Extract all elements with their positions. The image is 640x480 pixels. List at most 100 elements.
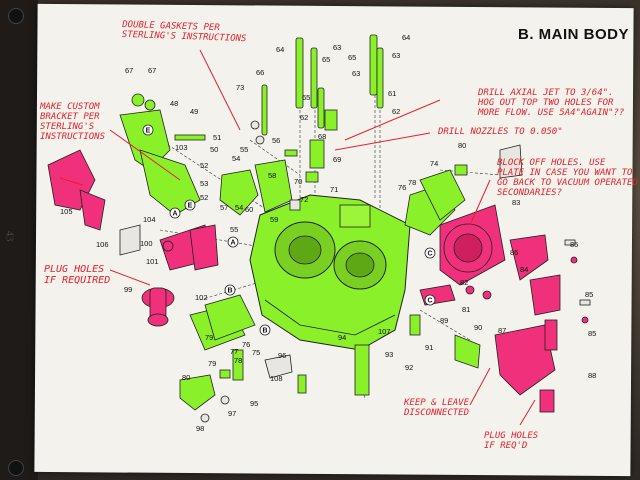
part-number: 82 xyxy=(460,278,468,287)
part-number: 63 xyxy=(333,43,341,52)
part-number: 52 xyxy=(200,193,208,202)
section-title: B. MAIN BODY xyxy=(518,26,629,43)
part-number: 68 xyxy=(318,132,326,141)
part-number: 67 xyxy=(148,66,156,75)
part-number: 71 xyxy=(330,185,338,194)
part-number: 63 xyxy=(392,51,400,60)
part-number: 74 xyxy=(430,159,438,168)
part-number: 56 xyxy=(272,136,280,145)
part-number: 102 xyxy=(195,293,208,302)
part-number: 58 xyxy=(268,171,276,180)
part-number: 62 xyxy=(300,113,308,122)
part-number: 75 xyxy=(252,348,260,357)
part-number: 90 xyxy=(474,323,482,332)
part-number: 97 xyxy=(228,409,236,418)
part-number: 81 xyxy=(462,305,470,314)
part-number: 62 xyxy=(392,107,400,116)
callout-letter-b: B xyxy=(262,328,267,335)
part-number: 78 xyxy=(408,178,416,187)
part-number: 61 xyxy=(388,89,396,98)
part-number: 50 xyxy=(210,145,218,154)
part-number: 86 xyxy=(510,248,518,257)
note-plug-holes-reqd: Plug holes if req'd xyxy=(484,431,539,451)
part-number: 80 xyxy=(458,141,466,150)
part-number: 55 xyxy=(230,225,238,234)
callout-letter-a: A xyxy=(172,211,177,218)
part-number: 98 xyxy=(196,424,204,433)
note-drill-nozzles: Drill nozzles to 0.050" xyxy=(438,127,563,137)
part-number: 85 xyxy=(588,329,596,338)
part-number: 99 xyxy=(124,285,132,294)
part-number: 76 xyxy=(398,183,406,192)
note-block-off-holes: Block off holes. Use plate in case you w… xyxy=(497,158,638,198)
part-number: 65 xyxy=(302,93,310,102)
part-number: 104 xyxy=(143,215,156,224)
part-number: 57 xyxy=(220,203,228,212)
callout-letter-e: E xyxy=(146,128,151,135)
part-number: 72 xyxy=(300,195,308,204)
part-number: 54 xyxy=(232,154,240,163)
part-number: 79 xyxy=(208,359,216,368)
part-number: 49 xyxy=(190,107,198,116)
annotation-arrows xyxy=(59,49,536,426)
pink-parts xyxy=(47,149,589,413)
part-number: 88 xyxy=(588,371,596,380)
callout-letter-c: C xyxy=(427,298,432,305)
part-number: 79 xyxy=(205,333,213,342)
part-number: 69 xyxy=(333,155,341,164)
note-keep-leave: Keep & leave disconnected xyxy=(404,398,470,418)
part-number: 77 xyxy=(230,347,238,356)
part-number: 59 xyxy=(270,215,278,224)
part-number: 64 xyxy=(276,45,284,54)
callout-letter-a: A xyxy=(230,240,235,247)
carburetor-main-body xyxy=(249,194,411,351)
part-number: 87 xyxy=(498,326,506,335)
part-number: 89 xyxy=(440,316,448,325)
note-plug-holes: Plug holes if required xyxy=(44,264,111,286)
part-number: 85 xyxy=(585,290,593,299)
callout-letters: E E A A B B C C xyxy=(146,128,433,335)
part-number: 64 xyxy=(402,33,410,42)
part-number: 80 xyxy=(182,373,190,382)
part-number: 73 xyxy=(236,83,244,92)
part-number: 76 xyxy=(242,340,250,349)
part-number: 92 xyxy=(405,363,413,372)
part-number: 103 xyxy=(175,143,188,152)
part-number: 67 xyxy=(125,66,133,75)
part-number: 95 xyxy=(250,399,258,408)
part-number: 70 xyxy=(294,177,302,186)
part-number: 94 xyxy=(338,333,346,342)
part-number: 105 xyxy=(60,207,73,216)
part-number: 65 xyxy=(348,53,356,62)
part-number: 65 xyxy=(322,55,330,64)
part-number: 52 xyxy=(200,161,208,170)
part-number: 63 xyxy=(352,69,360,78)
part-number: 91 xyxy=(425,343,433,352)
part-number: 96 xyxy=(278,351,286,360)
part-number: 85 xyxy=(570,240,578,249)
callout-letter-b: B xyxy=(227,288,232,295)
part-number: 78 xyxy=(234,356,242,365)
part-number: 84 xyxy=(520,265,528,274)
part-number: 48 xyxy=(170,99,178,108)
part-numbers: 64 63 64 63 65 66 67 67 65 63 48 49 73 6… xyxy=(60,33,596,433)
note-axial-jet: Drill axial jet to 3/64". Hog out top tw… xyxy=(478,88,625,118)
part-number: 54 xyxy=(235,203,243,212)
page-number: 43 xyxy=(3,230,16,242)
callout-letter-c: C xyxy=(427,251,432,258)
part-number: 107 xyxy=(378,327,391,336)
part-number: 53 xyxy=(200,179,208,188)
part-number: 108 xyxy=(270,374,283,383)
binder-edge xyxy=(0,0,38,480)
part-number: 55 xyxy=(240,145,248,154)
part-number: 83 xyxy=(512,198,520,207)
part-number: 51 xyxy=(213,133,221,142)
part-number: 106 xyxy=(96,240,109,249)
callout-circles xyxy=(142,124,436,336)
green-parts xyxy=(119,34,481,411)
part-number: 100 xyxy=(140,239,153,248)
binder-hole xyxy=(8,8,24,24)
part-number: 93 xyxy=(385,350,393,359)
binder-hole xyxy=(8,460,24,476)
